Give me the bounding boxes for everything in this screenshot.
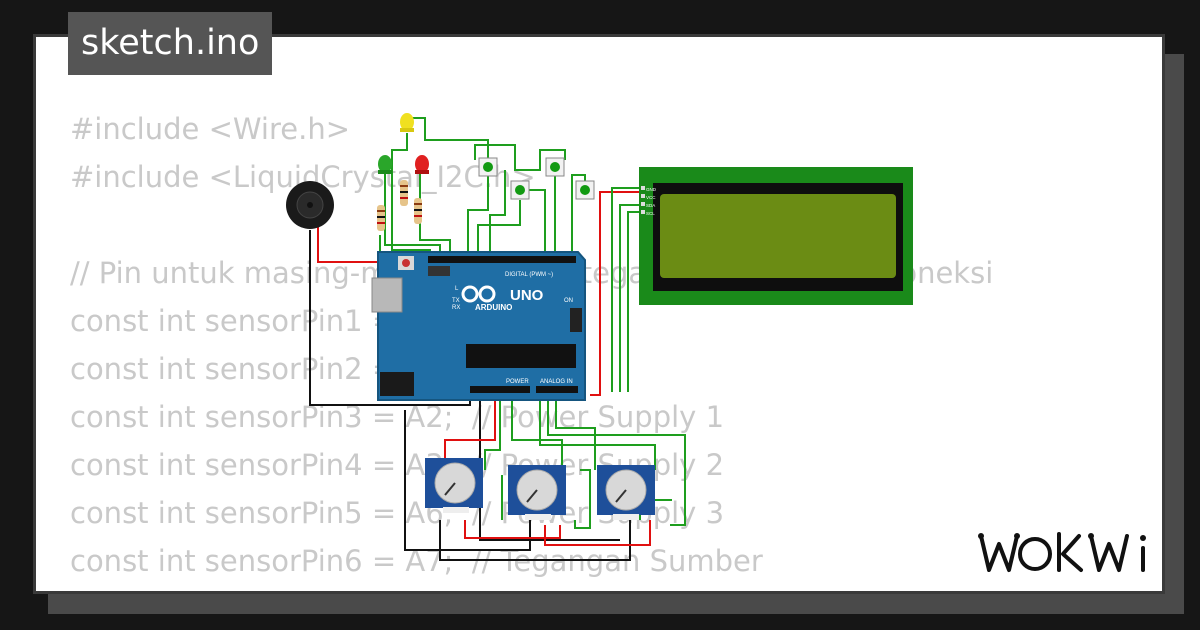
wire [544, 520, 651, 546]
code-line: #include <Wire.h> [70, 112, 351, 146]
wire [464, 520, 561, 539]
resistor [414, 198, 422, 224]
wire [474, 144, 566, 171]
wire [619, 204, 640, 392]
wire [479, 395, 620, 541]
wire [484, 395, 501, 470]
wire [489, 170, 506, 258]
rx-led-label: RX [452, 305, 460, 311]
lcd-pin-label: VCC [646, 195, 656, 200]
pushbutton [575, 180, 595, 200]
led-yellow [400, 113, 414, 132]
wire [574, 469, 591, 529]
potentiometer [597, 465, 655, 520]
power-header-label: POWER [506, 379, 529, 385]
wire [439, 520, 631, 561]
buzzer [286, 181, 334, 229]
led-red [415, 155, 429, 174]
wire [511, 395, 563, 470]
wire [547, 395, 686, 526]
wokwi-logo [978, 532, 1146, 572]
pushbutton [478, 157, 498, 177]
resistor [400, 180, 408, 206]
wire [611, 187, 640, 392]
wire [384, 165, 441, 258]
code-line: #include <LiquidCrystal_I2C.h> [70, 160, 536, 194]
arduino-uno-board: UNO ARDUINO DIGITAL (PWM ~) POWER ANALOG… [371, 251, 586, 401]
lcd-pin-label: GND [646, 187, 657, 192]
wire [477, 200, 521, 258]
led-green [378, 155, 392, 174]
lcd-display: GND VCC SDA SCL [639, 167, 913, 305]
lcd-pin [641, 186, 645, 190]
resistor [377, 205, 385, 231]
board-brand-label: ARDUINO [475, 303, 512, 312]
wire [407, 117, 489, 160]
file-tab: sketch.ino [68, 12, 273, 75]
code-line: const int sensorPin6 = A7; // Tegangan S… [70, 544, 763, 578]
lcd-pin-label: SDA [646, 203, 655, 208]
wire [555, 395, 596, 470]
wire [539, 395, 656, 470]
digital-header-label: DIGITAL (PWM ~) [505, 272, 553, 278]
pushbutton [545, 157, 565, 177]
wire [590, 200, 601, 396]
l-led-label: L [455, 286, 459, 292]
analog-header-label: ANALOG IN [540, 379, 573, 385]
potentiometer [425, 458, 483, 513]
code-line: const int sensorPin3 = A2; // Power Supp… [70, 400, 725, 434]
lcd-pin [641, 202, 645, 206]
wire [627, 211, 640, 392]
pushbutton [510, 180, 530, 200]
wire [528, 189, 546, 258]
tx-led-label: TX [452, 298, 460, 304]
wire [599, 191, 640, 200]
board-model-label: UNO [510, 287, 544, 304]
wire [444, 395, 496, 470]
wire [467, 175, 489, 258]
lcd-pin [641, 194, 645, 198]
potentiometer [508, 465, 566, 520]
lcd-pin-label: SCL [646, 211, 655, 216]
wire [404, 410, 531, 551]
on-led-label: ON [564, 298, 573, 304]
wire [317, 225, 400, 263]
lcd-pin [641, 210, 645, 214]
code-background: #include <Wire.h> #include <LiquidCrystal… [70, 105, 1130, 585]
